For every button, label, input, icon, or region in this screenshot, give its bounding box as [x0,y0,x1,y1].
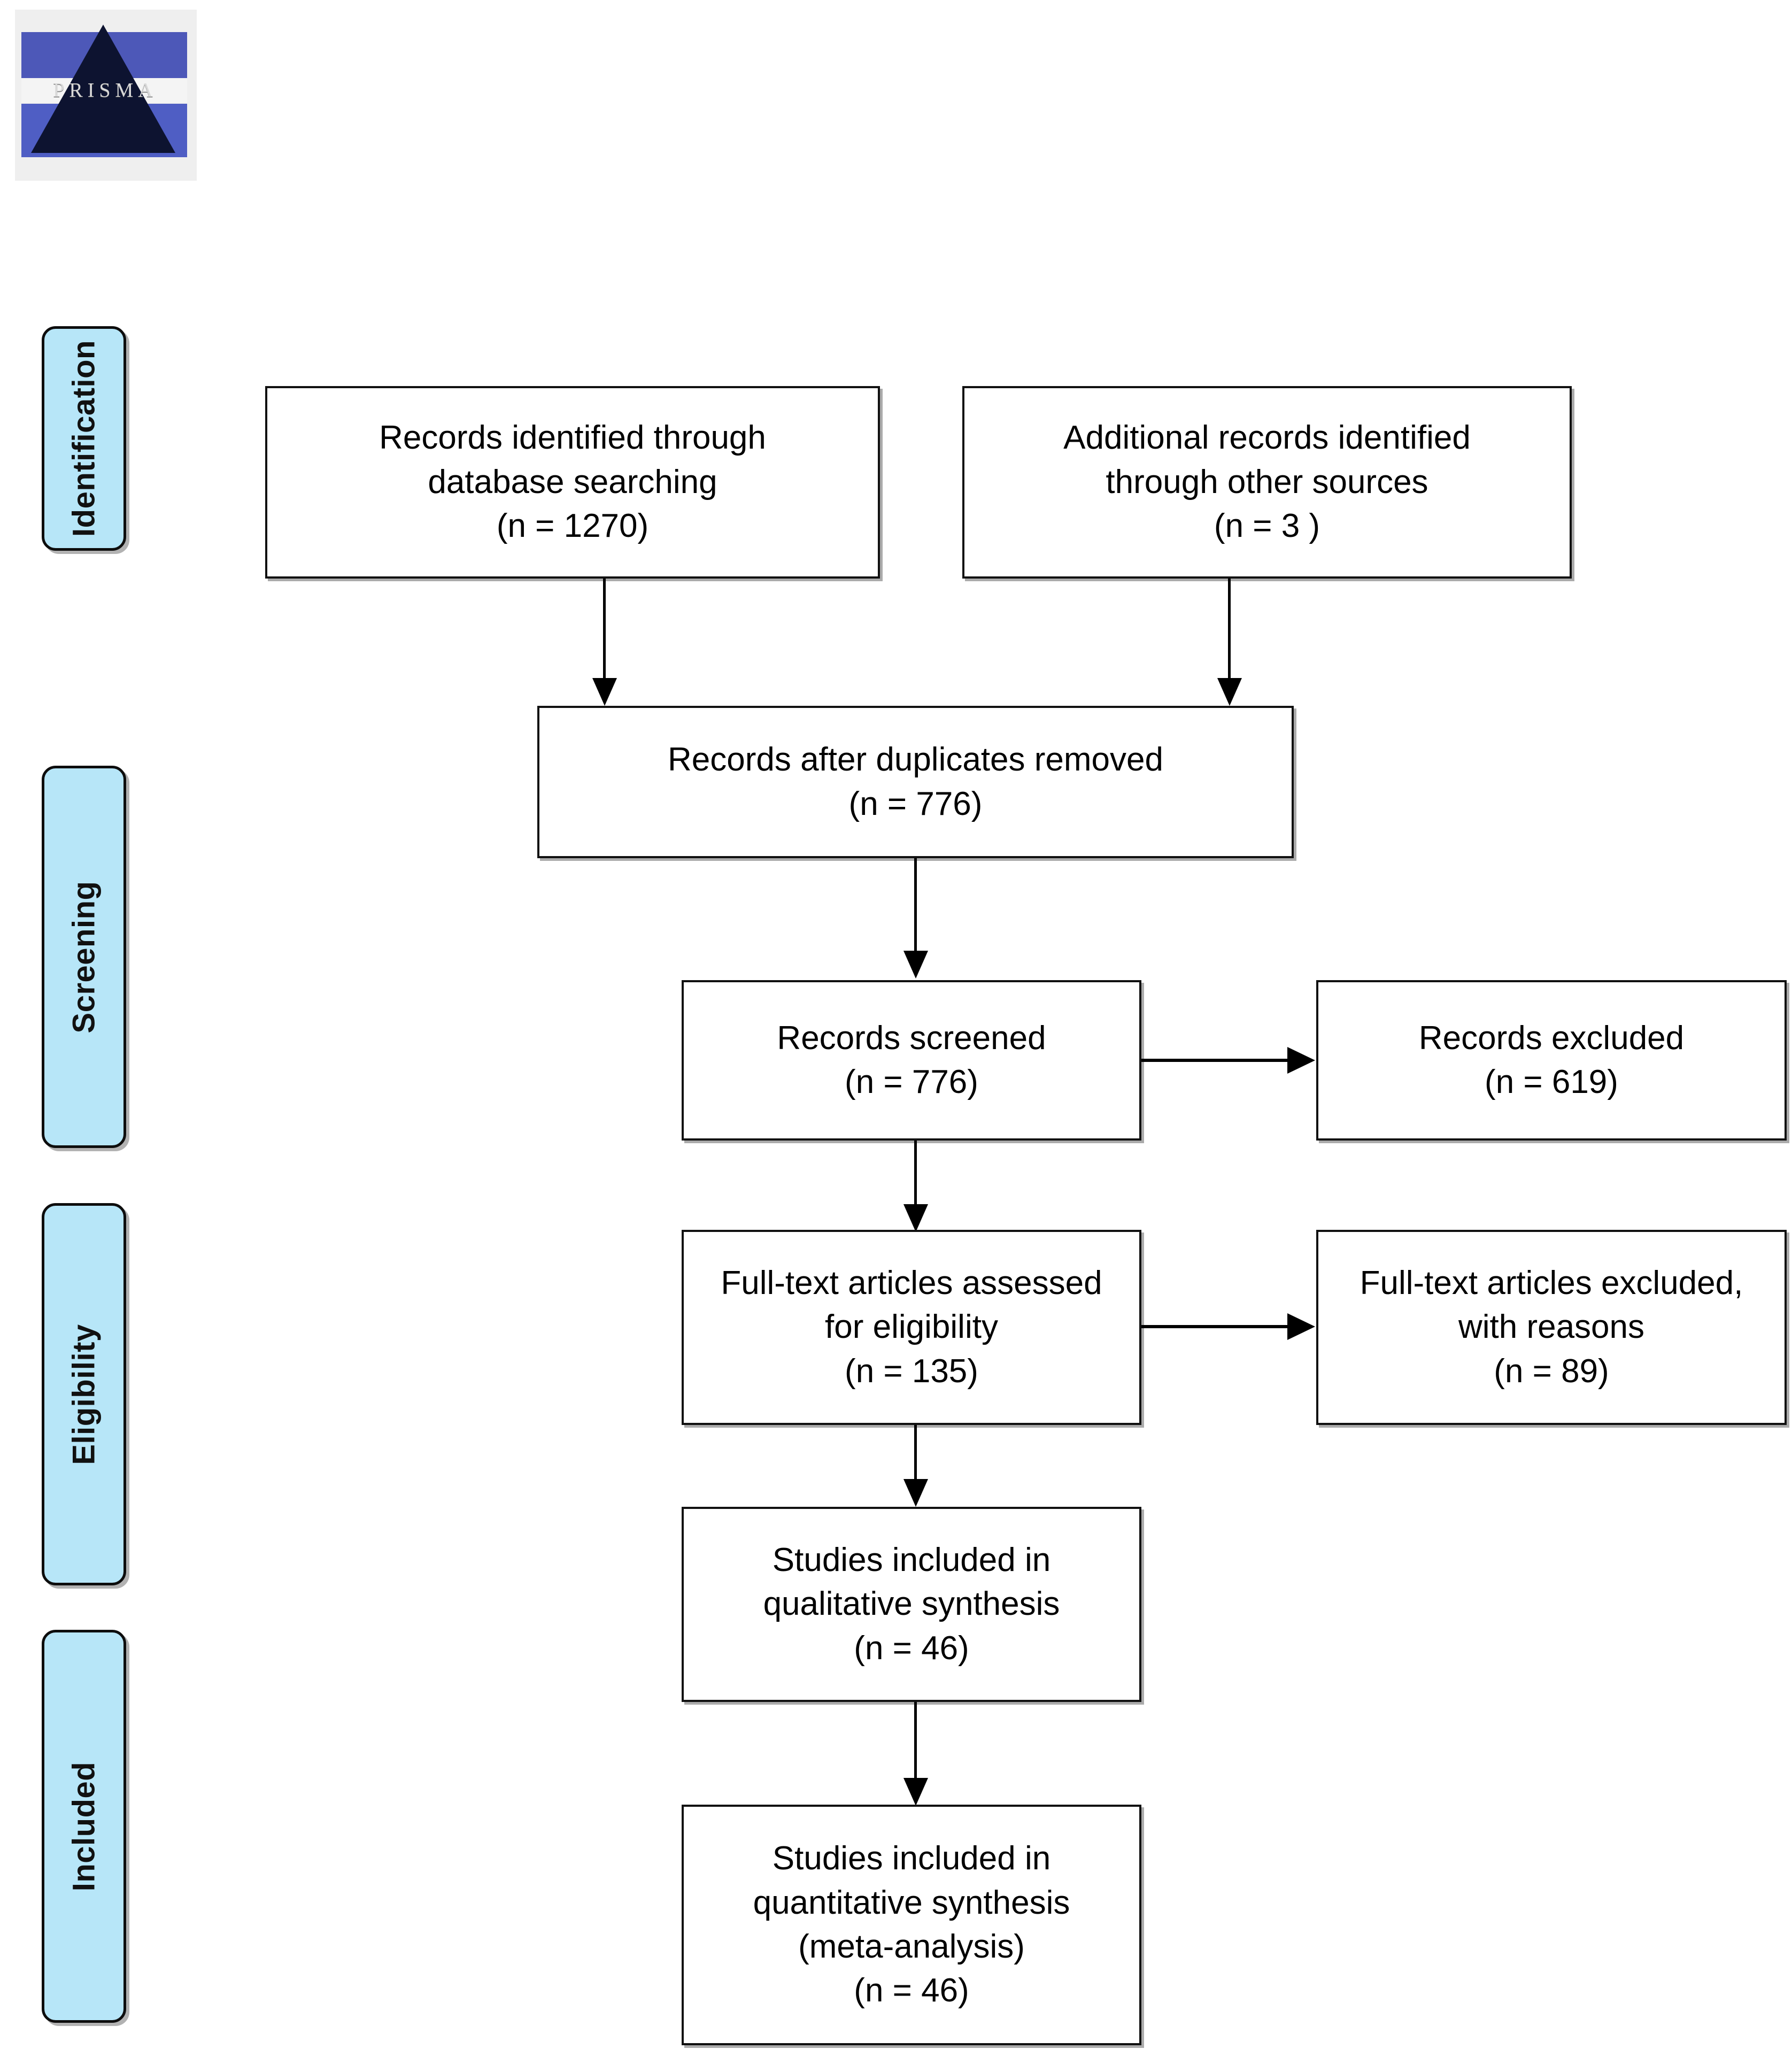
node-count: (n = 89) [1494,1352,1609,1390]
node-line: Studies included in [772,1541,1051,1578]
stage-label-screening: Screening [66,881,102,1033]
stage-identification: Identification [42,326,126,551]
node-line: with reasons [1458,1308,1645,1346]
node-records-screened: Records screened (n = 776) [682,980,1141,1141]
arrowhead-dedup-to-screened [903,951,928,979]
connector-screened-to-fulltext [914,1141,917,1215]
connector-fulltext-to-qualitative [914,1425,917,1489]
node-line: Records after duplicates removed [667,741,1163,779]
node-line: (meta-analysis) [798,1928,1025,1965]
node-line: through other sources [1106,463,1428,500]
node-line: for eligibility [825,1308,998,1346]
node-line: Full-text articles excluded, [1360,1264,1743,1301]
connector-dedup-to-screened [914,858,917,961]
node-count: (n = 776) [845,1064,978,1100]
arrowhead-fulltext-to-excluded [1287,1313,1315,1340]
logo-wordmark: PRISMA [53,79,158,102]
node-qualitative-synthesis: Studies included in qualitative synthesi… [682,1507,1141,1702]
connector-qualitative-to-quantitative [914,1702,917,1788]
prisma-logo: PRISMA [15,10,197,181]
arrowhead-qualitative-to-quantitative [903,1778,928,1806]
node-line: Records excluded [1418,1019,1685,1057]
node-records-identified-database: Records identified through database sear… [265,386,880,579]
node-count: (n = 135) [845,1352,978,1390]
arrowhead-fulltext-to-qualitative [903,1479,928,1507]
node-line: Records identified through [379,419,766,457]
node-line: Additional records identified [1063,419,1471,457]
node-count: (n = 3 ) [1214,507,1320,545]
node-fulltext-assessed: Full-text articles assessed for eligibil… [682,1230,1141,1425]
node-line: qualitative synthesis [763,1585,1060,1623]
connector-other-src-to-dedup [1228,579,1231,692]
stage-screening: Screening [42,766,126,1148]
logo-triangle-icon [31,25,175,153]
node-count: (n = 46) [854,1629,969,1667]
node-line: quantitative synthesis [753,1884,1070,1921]
node-line: Records screened [777,1019,1046,1057]
node-quantitative-synthesis: Studies included in quantitative synthes… [682,1805,1141,2045]
node-records-after-duplicates-removed: Records after duplicates removed (n = 77… [537,706,1294,858]
stage-eligibility: Eligibility [42,1203,126,1585]
node-fulltext-excluded: Full-text articles excluded, with reason… [1316,1230,1787,1425]
node-count: (n = 776) [848,785,983,822]
node-records-excluded: Records excluded (n = 619) [1316,980,1787,1141]
node-count: (n = 1270) [496,507,649,545]
stage-included: Included [42,1630,126,2023]
node-line: Studies included in [772,1840,1051,1877]
arrowhead-screened-to-excluded [1287,1047,1315,1074]
node-line: database searching [428,463,717,500]
arrowhead-other-src-to-dedup [1217,678,1242,706]
connector-db-search-to-dedup [603,579,606,692]
node-count: (n = 46) [854,1972,969,2009]
stage-label-eligibility: Eligibility [66,1323,102,1465]
stage-label-included: Included [66,1761,102,1891]
stage-label-identification: Identification [66,340,102,537]
connector-screened-to-excluded [1141,1059,1288,1062]
node-line: Full-text articles assessed [721,1264,1102,1301]
arrowhead-screened-to-fulltext [903,1204,928,1232]
connector-fulltext-to-excluded [1141,1325,1288,1328]
node-count: (n = 619) [1485,1064,1618,1100]
node-additional-records-other-sources: Additional records identified through ot… [962,386,1572,579]
arrowhead-db-search-to-dedup [592,678,617,706]
